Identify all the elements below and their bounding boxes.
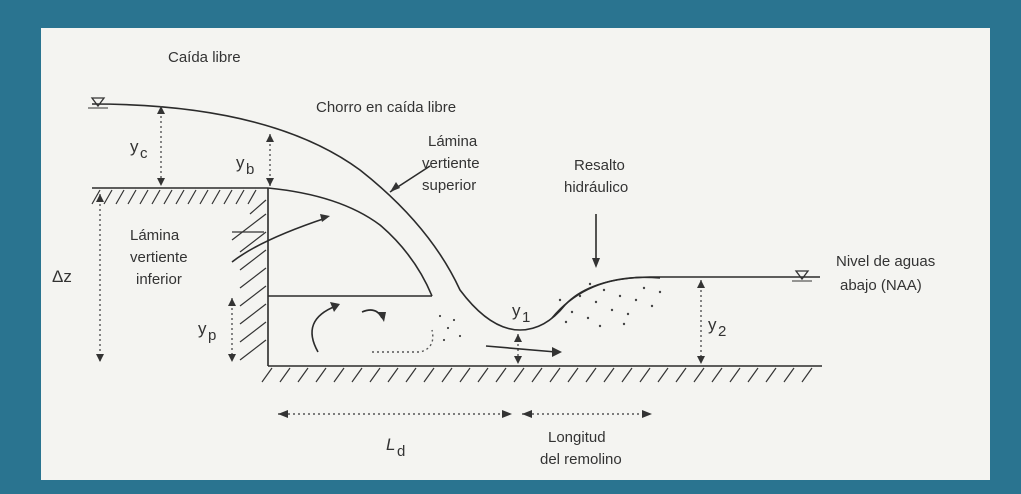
- label-delta-z: Δz: [52, 267, 72, 286]
- label-y1-sub: 1: [522, 309, 530, 326]
- jet-flow-arrow-head: [552, 347, 562, 357]
- recirculation-arrow-2-head: [378, 312, 386, 322]
- yc-arrow-bottom: [157, 178, 165, 186]
- yb-arrow-bottom: [266, 178, 274, 186]
- label-y2-sub: 2: [718, 323, 726, 340]
- downstream-bed-hatching: [261, 367, 813, 383]
- upstream-bed-hatching: [91, 189, 257, 205]
- downstream-water-level-icon: [792, 270, 812, 282]
- step-wall-hatching: [231, 199, 267, 361]
- yc-arrow-top: [157, 106, 165, 114]
- label-chorro: Chorro en caída libre: [316, 99, 456, 116]
- label-ld-sub: d: [397, 443, 405, 460]
- upper-nappe-leader-head: [390, 182, 400, 192]
- label-yp-sub: p: [208, 327, 216, 344]
- y1-arrow-bottom: [514, 356, 522, 364]
- label-naa-2: abajo (NAA): [840, 277, 922, 294]
- dz-arrow-top: [96, 194, 104, 202]
- label-resalto-1: Resalto: [574, 157, 625, 174]
- label-yb-sub: b: [246, 161, 254, 178]
- lower-nappe-curve: [267, 187, 433, 297]
- label-yp: y: [198, 319, 207, 338]
- recirculation-arrow-1: [311, 305, 337, 353]
- roller-arrow-right: [642, 410, 652, 418]
- label-lamina-inf-3: inferior: [136, 271, 182, 288]
- recirculation-arrow-2: [361, 309, 383, 319]
- jump-leader-head: [592, 258, 600, 268]
- label-lamina-sup-2: vertiente: [422, 155, 480, 172]
- jump-surface-curve: [551, 276, 661, 319]
- ld-arrow-right: [502, 410, 512, 418]
- label-longitud-2: del remolino: [540, 451, 622, 468]
- ld-arrow-left: [278, 410, 288, 418]
- label-y2: y: [708, 315, 717, 334]
- label-lamina-inf-1: Lámina: [130, 227, 180, 244]
- jet-flow-arrow: [485, 345, 557, 353]
- label-caida-libre: Caída libre: [168, 49, 241, 66]
- label-yc-sub: c: [140, 145, 148, 162]
- dz-arrow-bottom: [96, 354, 104, 362]
- diagram-panel: [41, 28, 990, 480]
- label-y1: y: [512, 301, 521, 320]
- yp-arrow-bottom: [228, 354, 236, 362]
- top-banner: [0, 0, 1021, 28]
- yb-arrow-top: [266, 134, 274, 142]
- label-lamina-sup-1: Lámina: [428, 133, 478, 150]
- label-yb: y: [236, 153, 245, 172]
- label-lamina-inf-2: vertiente: [130, 249, 188, 266]
- lower-nappe-leader-head: [320, 214, 330, 222]
- label-longitud-1: Longitud: [548, 429, 606, 446]
- label-ld: L: [386, 435, 395, 454]
- y2-arrow-bottom: [697, 356, 705, 364]
- label-naa-1: Nivel de aguas: [836, 253, 935, 270]
- y1-arrow-top: [514, 334, 522, 342]
- hydraulic-jump-foam: [438, 282, 662, 342]
- label-yc: y: [130, 137, 139, 156]
- label-resalto-2: hidráulico: [564, 179, 628, 196]
- yp-arrow-top: [228, 298, 236, 306]
- recirculation-flow-line: [372, 329, 434, 353]
- label-lamina-sup-3: superior: [422, 177, 476, 194]
- recirculation-arrow-1-head: [330, 302, 340, 312]
- roller-arrow-left: [522, 410, 532, 418]
- y2-arrow-top: [697, 280, 705, 288]
- lower-nappe-leader: [231, 217, 327, 263]
- upstream-water-level-icon: [88, 97, 108, 109]
